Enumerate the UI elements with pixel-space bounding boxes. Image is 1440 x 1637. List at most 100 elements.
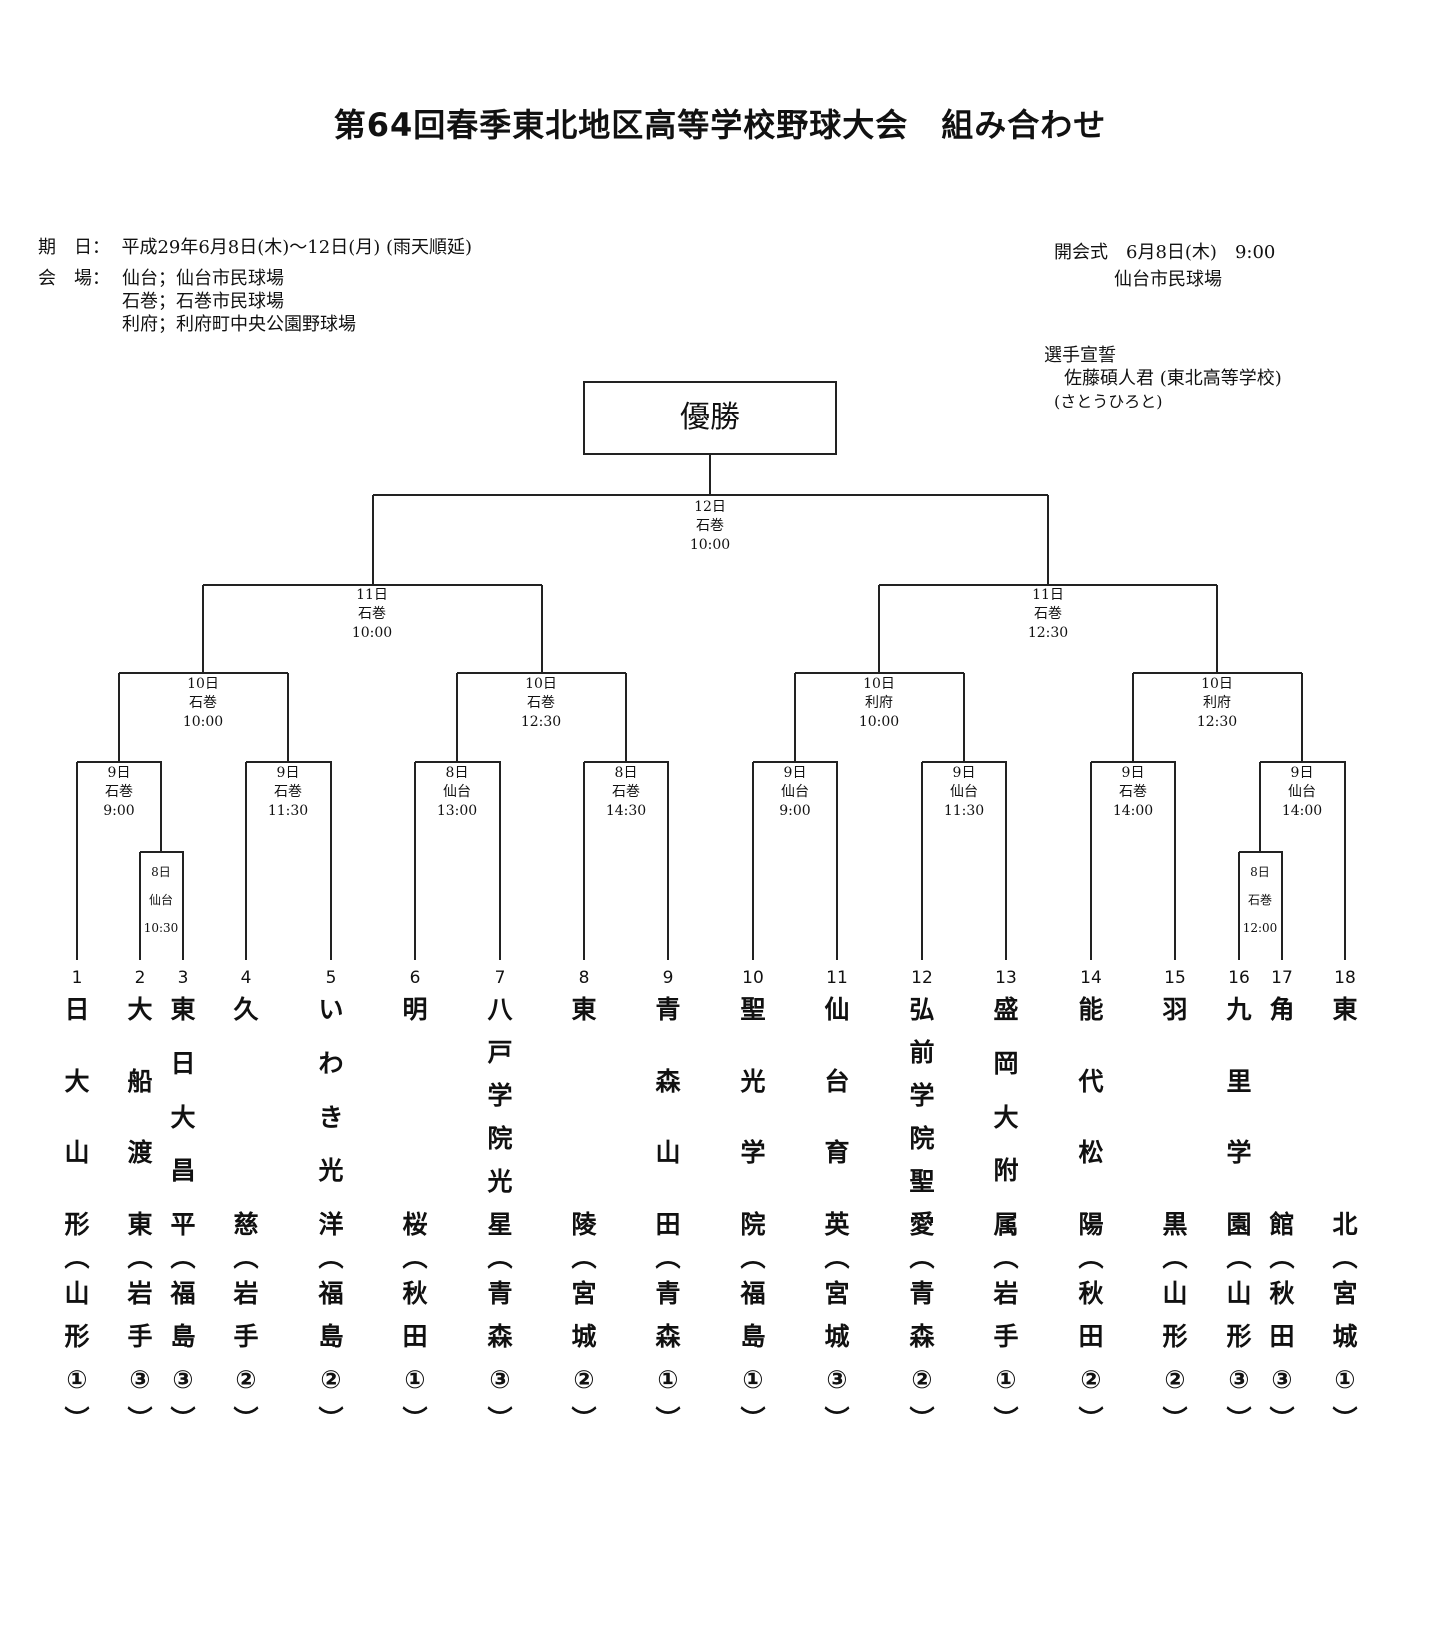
team-pref-char: 山 <box>1226 1279 1252 1308</box>
team-pref-char: 手 <box>993 1322 1019 1351</box>
team-name-char: 北 <box>1332 1210 1358 1239</box>
match-r2-5-label: 9日 仙台 9:00 <box>779 765 811 819</box>
team-pref-char: 秋 <box>1269 1279 1295 1308</box>
team-pref-char: 田 <box>402 1322 428 1351</box>
match-r1-left-label: 8日 仙台 10:30 <box>143 865 179 935</box>
team-count: ① <box>742 1365 764 1394</box>
team-name-char: 東 <box>127 1210 153 1239</box>
bracket-r1-right-line <box>1238 851 1283 960</box>
pref-close-paren: ︶ <box>127 1405 153 1434</box>
team-pref-char: 形 <box>1162 1322 1188 1351</box>
team-name-char: 陽 <box>1078 1210 1104 1239</box>
team-pref-char: 手 <box>233 1322 259 1351</box>
team-pref-char: 森 <box>909 1322 935 1351</box>
match-r2-1-label: 9日 石巻 9:00 <box>103 765 135 819</box>
pref-close-paren: ︶ <box>1332 1405 1358 1434</box>
team-pref-char: 青 <box>655 1279 681 1308</box>
team-pref-char: 岩 <box>233 1279 259 1308</box>
pref-open-paren: ︵ <box>1226 1243 1252 1272</box>
bracket-final-line <box>372 455 1049 585</box>
team-name-char: 東 <box>170 995 196 1024</box>
team-number: 5 <box>325 968 337 988</box>
team-pref-char: 島 <box>318 1322 344 1351</box>
page-title: 第64回春季東北地区高等学校野球大会 組み合わせ <box>333 106 1107 144</box>
team-pref-char: 山 <box>1162 1279 1188 1308</box>
bracket-semi-right-line <box>878 584 1218 673</box>
team-name-char: 能 <box>1078 995 1104 1024</box>
team-count: ② <box>235 1365 257 1394</box>
team-name-char: 陵 <box>571 1210 597 1239</box>
team-number: 2 <box>134 968 146 988</box>
match-r2-3-label: 8日 仙台 13:00 <box>436 765 478 819</box>
team-name-char: 学 <box>909 1081 935 1110</box>
team-pref-char: 福 <box>740 1279 766 1308</box>
pref-open-paren: ︵ <box>402 1243 428 1272</box>
team-count: ① <box>404 1365 426 1394</box>
team-pref-char: 福 <box>318 1279 344 1308</box>
team-name-char: 大 <box>170 1102 196 1132</box>
pref-open-paren: ︵ <box>487 1243 513 1272</box>
match-r2-2-label: 9日 石巻 11:30 <box>267 765 309 819</box>
team-pref-char: 森 <box>487 1322 513 1351</box>
bracket-r2-4-line <box>583 761 669 960</box>
team-name-char: 学 <box>1226 1138 1252 1168</box>
team-name-char: 盛 <box>993 995 1019 1024</box>
team-name-char: 山 <box>64 1138 90 1168</box>
team-pref-char: 島 <box>740 1322 766 1351</box>
team-number: 1 <box>71 968 83 988</box>
pref-close-paren: ︶ <box>233 1405 259 1434</box>
match-r2-7-label: 9日 石巻 14:00 <box>1112 765 1154 819</box>
opening-ceremony: 開会式 6月8日(木) 9:00 <box>1054 242 1276 263</box>
team-name-char: 光 <box>318 1156 344 1186</box>
bracket-r1-left-line <box>139 851 184 960</box>
team-count: ③ <box>1228 1365 1250 1394</box>
pref-close-paren: ︶ <box>487 1405 513 1434</box>
pref-close-paren: ︶ <box>170 1405 196 1434</box>
team-name-char: 松 <box>1078 1138 1104 1168</box>
bracket-qf2-line <box>456 672 627 762</box>
team-name-char: 育 <box>824 1138 850 1168</box>
team-name-char: 渡 <box>127 1138 153 1168</box>
team-number: 11 <box>826 968 848 988</box>
match-qf2-label: 10日 石巻 12:30 <box>520 676 562 730</box>
pref-open-paren: ︵ <box>64 1243 90 1272</box>
team-name-char: 大 <box>993 1102 1019 1132</box>
pref-open-paren: ︵ <box>571 1243 597 1272</box>
bracket-qf1-line <box>118 672 289 762</box>
team-name-char: 大 <box>127 995 153 1024</box>
venue-rifu: 利府；利府町中央公園野球場 <box>122 314 356 335</box>
pref-open-paren: ︵ <box>233 1243 259 1272</box>
team-pref-char: 秋 <box>1078 1279 1104 1308</box>
team-name-char: 英 <box>824 1210 850 1239</box>
venue-ishinomaki: 石巻；石巻市民球場 <box>122 291 284 312</box>
team-number: 12 <box>911 968 933 988</box>
team-pref-char: 手 <box>127 1322 153 1351</box>
team-count: ① <box>66 1365 88 1394</box>
team-pref-char: 宮 <box>571 1279 597 1308</box>
pref-open-paren: ︵ <box>824 1243 850 1272</box>
team-pref-char: 岩 <box>993 1279 1019 1308</box>
pref-close-paren: ︶ <box>909 1405 935 1434</box>
team-name-char: 東 <box>571 995 597 1024</box>
team-name-char: 青 <box>655 995 681 1024</box>
bracket-r2-6-line <box>921 761 1007 960</box>
team-number: 16 <box>1228 968 1250 988</box>
team-name-char: 台 <box>824 1066 850 1096</box>
team-name-char: 仙 <box>824 995 850 1024</box>
team-pref-char: 青 <box>487 1279 513 1308</box>
team-count: ③ <box>489 1365 511 1394</box>
team-name-char: 聖 <box>909 1167 935 1196</box>
team-pref-char: 青 <box>909 1279 935 1308</box>
team-pref-char: 形 <box>64 1322 90 1351</box>
team-name-char: 前 <box>909 1038 935 1067</box>
pref-open-paren: ︵ <box>127 1243 153 1272</box>
team-count: ② <box>320 1365 342 1394</box>
pref-open-paren: ︵ <box>1269 1243 1295 1272</box>
